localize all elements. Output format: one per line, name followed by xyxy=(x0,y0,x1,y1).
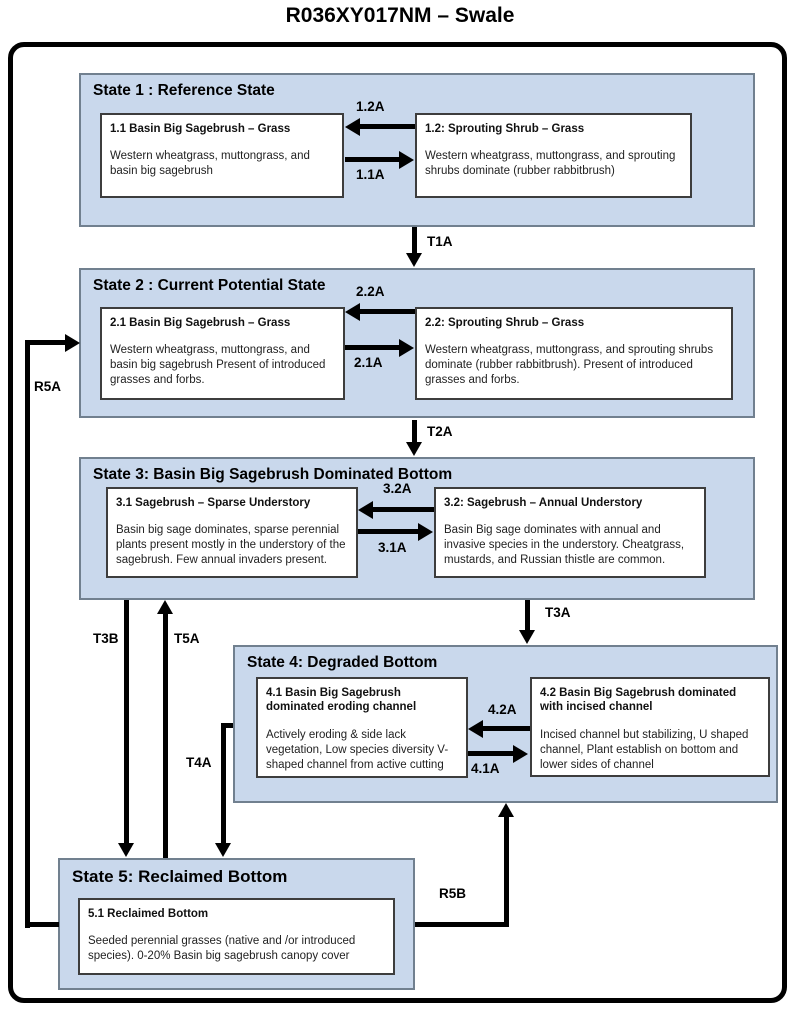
restoration-r5a-arrowhead-icon xyxy=(65,334,80,352)
pathway-4-1a-label: 4.1A xyxy=(471,761,500,776)
restoration-r5b-line-vertical xyxy=(504,816,509,927)
restoration-r5a-line-vertical xyxy=(25,341,30,928)
transition-t3b-line xyxy=(124,600,129,844)
restoration-r5a-line-bottom xyxy=(25,922,59,927)
community-1-2-description: Western wheatgrass, muttongrass, and spr… xyxy=(425,150,676,178)
community-4-2-title: 4.2 Basin Big Sagebrush dominated with i… xyxy=(540,687,737,714)
state3-heading: State 3: Basin Big Sagebrush Dominated B… xyxy=(93,466,453,483)
pathway-2-2a-arrowhead-icon xyxy=(345,303,360,321)
pathway-2-2a-label: 2.2A xyxy=(356,284,385,299)
transition-t4a-line-stub xyxy=(221,723,233,728)
community-5-1-title: 5.1 Reclaimed Bottom xyxy=(88,908,209,920)
pathway-3-2a-line xyxy=(372,507,434,512)
pathway-4-2a-line xyxy=(482,726,530,731)
community-box-5-1: 5.1 Reclaimed Bottom Seeded perennial gr… xyxy=(78,898,395,975)
pathway-2-2a-line xyxy=(359,309,415,314)
transition-t5a-arrowhead-icon xyxy=(157,600,173,614)
diagram-outer-frame xyxy=(8,42,787,1003)
pathway-4-2a-label: 4.2A xyxy=(488,702,517,717)
transition-t4a-line xyxy=(221,723,226,844)
restoration-r5b-label: R5B xyxy=(439,886,467,901)
transition-t4a-label: T4A xyxy=(186,755,212,770)
pathway-1-2a-label: 1.2A xyxy=(356,99,385,114)
pathway-3-1a-line xyxy=(358,529,420,534)
community-3-1-description: Basin big sage dominates, sparse perenni… xyxy=(116,524,346,567)
community-3-2-title: 3.2: Sagebrush – Annual Understory xyxy=(444,497,643,509)
community-box-3-2: 3.2: Sagebrush – Annual Understory Basin… xyxy=(434,487,706,578)
community-2-2-description: Western wheatgrass, muttongrass, and spr… xyxy=(425,344,714,387)
transition-t1a-arrowhead-icon xyxy=(406,253,422,267)
community-box-1-2: 1.2: Sprouting Shrub – Grass Western whe… xyxy=(415,113,692,198)
community-2-2-title: 2.2: Sprouting Shrub – Grass xyxy=(425,317,585,329)
community-2-1-description: Western wheatgrass, muttongrass, and bas… xyxy=(110,344,326,387)
transition-t1a-line xyxy=(412,227,417,254)
community-2-1-title: 2.1 Basin Big Sagebrush – Grass xyxy=(110,317,291,329)
restoration-r5b-arrowhead-icon xyxy=(498,803,514,817)
pathway-1-1a-line xyxy=(345,157,401,162)
state4-heading: State 4: Degraded Bottom xyxy=(247,654,438,671)
community-1-2-title: 1.2: Sprouting Shrub – Grass xyxy=(425,123,585,135)
transition-t5a-label: T5A xyxy=(174,631,200,646)
transition-t1a-label: T1A xyxy=(427,234,453,249)
community-5-1-description: Seeded perennial grasses (native and /or… xyxy=(88,935,356,963)
transition-t3b-arrowhead-icon xyxy=(118,843,134,857)
page-title: R036XY017NM – Swale xyxy=(285,4,515,27)
community-box-1-1: 1.1 Basin Big Sagebrush – Grass Western … xyxy=(100,113,344,198)
transition-t2a-label: T2A xyxy=(427,424,453,439)
transition-t4a-arrowhead-icon xyxy=(215,843,231,857)
pathway-3-2a-label: 3.2A xyxy=(383,481,412,496)
pathway-3-2a-arrowhead-icon xyxy=(358,501,373,519)
state5-heading: State 5: Reclaimed Bottom xyxy=(72,867,288,886)
pathway-2-1a-label: 2.1A xyxy=(354,355,383,370)
community-1-1-title: 1.1 Basin Big Sagebrush – Grass xyxy=(110,123,291,135)
state2-heading: State 2 : Current Potential State xyxy=(93,277,326,294)
community-4-2-description: Incised channel but stabilizing, U shape… xyxy=(540,728,749,771)
transition-t3b-label: T3B xyxy=(93,631,119,646)
pathway-2-1a-arrowhead-icon xyxy=(399,339,414,357)
pathway-1-1a-label: 1.1A xyxy=(356,167,385,182)
pathway-4-2a-arrowhead-icon xyxy=(468,720,483,738)
community-box-3-1: 3.1 Sagebrush – Sparse Understory Basin … xyxy=(106,487,358,578)
community-box-2-2: 2.2: Sprouting Shrub – Grass Western whe… xyxy=(415,307,733,400)
restoration-r5b-line-horizontal xyxy=(415,922,509,927)
community-box-4-1: 4.1 Basin Big Sagebrush dominated erodin… xyxy=(256,677,468,778)
community-4-1-description: Actively eroding & side lack vegetation,… xyxy=(266,728,449,771)
restoration-r5a-line-top xyxy=(25,340,67,345)
state1-heading: State 1 : Reference State xyxy=(93,82,275,99)
pathway-1-2a-arrowhead-icon xyxy=(345,118,360,136)
pathway-3-1a-arrowhead-icon xyxy=(418,523,433,541)
pathway-4-1a-line xyxy=(468,751,515,756)
pathway-1-1a-arrowhead-icon xyxy=(399,151,414,169)
community-4-1-title: 4.1 Basin Big Sagebrush dominated erodin… xyxy=(266,687,417,714)
transition-t2a-line xyxy=(412,420,417,443)
transition-t5a-line xyxy=(163,613,168,858)
restoration-r5a-label: R5A xyxy=(34,379,62,394)
community-box-2-1: 2.1 Basin Big Sagebrush – Grass Western … xyxy=(100,307,345,400)
pathway-1-2a-line xyxy=(359,124,415,129)
community-3-1-title: 3.1 Sagebrush – Sparse Understory xyxy=(116,497,311,509)
transition-t2a-arrowhead-icon xyxy=(406,442,422,456)
community-1-1-description: Western wheatgrass, muttongrass, and bas… xyxy=(110,150,310,178)
community-3-2-description: Basin Big sage dominates with annual and… xyxy=(444,524,685,567)
pathway-3-1a-label: 3.1A xyxy=(378,540,407,555)
community-box-4-2: 4.2 Basin Big Sagebrush dominated with i… xyxy=(530,677,770,777)
pathway-2-1a-line xyxy=(345,345,401,350)
transition-t3a-line xyxy=(525,600,530,631)
transition-t3a-arrowhead-icon xyxy=(519,630,535,644)
pathway-4-1a-arrowhead-icon xyxy=(513,745,528,763)
transition-t3a-label: T3A xyxy=(545,605,571,620)
